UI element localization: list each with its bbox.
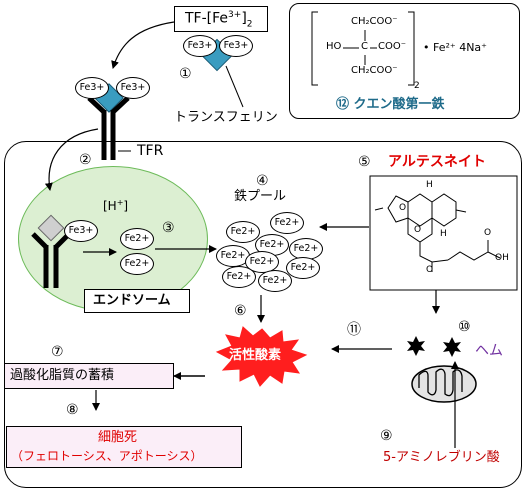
step-10: ⑩ — [458, 319, 471, 335]
artesunate-atom-oh: OH — [495, 253, 509, 263]
citrate-ch2coo-top: CH₂COO⁻ — [351, 16, 398, 27]
lipid-peroxide-label: 過酸化脂質の蓄積 — [10, 368, 115, 383]
fe3-oval-receptor-left: Fe3+ — [75, 77, 109, 99]
transferrin-label: トランスフェリン — [174, 110, 278, 125]
citrate-right-bracket — [408, 11, 415, 86]
ala-label: 5-アミノレブリン酸 — [383, 450, 500, 465]
citrate-c: C — [361, 41, 368, 52]
cell-death-box — [6, 426, 242, 468]
tf-complex-box — [174, 6, 268, 32]
artesunate-atom-o2: O — [414, 225, 422, 235]
star-heme-left — [407, 336, 425, 356]
endosome-label-box — [84, 289, 190, 313]
citrate-ho: HO — [326, 41, 342, 52]
artesunate-structure — [374, 193, 501, 272]
citrate-label: ⑫ クエン酸第一鉄 — [336, 97, 445, 112]
artesunate-atom-h2: H — [440, 229, 447, 239]
step-3: ③ — [162, 220, 175, 236]
transferrin-pointer — [225, 65, 244, 108]
step-11: ⑪ — [347, 322, 361, 338]
tfr-arm-left — [87, 96, 106, 114]
ferrous-citrate-box — [289, 3, 520, 119]
artesunate-label: アルテスネイト — [388, 154, 486, 170]
fe2-oval-endosome-2: Fe2+ — [120, 253, 154, 275]
cell-death-label: 細胞死 — [98, 430, 138, 445]
fe3-oval-top-right: Fe3+ — [219, 35, 253, 57]
citrate-left-bracket — [311, 11, 318, 86]
step-2: ② — [79, 152, 92, 168]
fe2-pool-2: Fe2+ — [270, 212, 304, 234]
fe3-oval-receptor-right: Fe3+ — [116, 77, 150, 99]
step-4: ④ — [256, 173, 269, 189]
step-5: ⑤ — [358, 154, 371, 170]
h-plus-label: [H+] — [103, 198, 129, 213]
fe2-pool-1: Fe2+ — [226, 221, 260, 243]
ros-burst — [215, 326, 308, 387]
citrate-coo: COO⁻ — [378, 41, 407, 52]
cell-outline — [4, 141, 522, 488]
step-9: ⑨ — [380, 428, 393, 444]
fe2-pool-8: Fe2+ — [222, 266, 256, 288]
tf-complex-label: TF-[Fe3+]2 — [185, 10, 253, 30]
fe2-oval-endosome-1: Fe2+ — [120, 228, 154, 250]
arrow-to-endosome — [44, 128, 99, 191]
artesunate-atom-o4: O — [484, 228, 492, 238]
fe2-pool-9: Fe2+ — [258, 270, 292, 292]
lipid-peroxide-box — [4, 363, 174, 389]
fe2-pool-3: Fe2+ — [255, 234, 289, 256]
empty-transferrin — [37, 214, 65, 242]
step-6: ⑥ — [234, 303, 247, 319]
step-8: ⑧ — [66, 402, 79, 418]
mitochondrion-cristae — [418, 368, 463, 397]
fe2-pool-7: Fe2+ — [286, 257, 320, 279]
artesunate-atom-o1: O — [399, 203, 407, 213]
artesunate-atom-o3: O — [426, 265, 434, 275]
citrate-ch2coo-bottom: CH₂COO⁻ — [351, 65, 398, 76]
step-7: ⑦ — [51, 344, 64, 360]
heme-label: ヘム — [475, 343, 503, 359]
arrow-tf-to-receptor — [111, 21, 175, 69]
star-heme-right — [443, 337, 461, 357]
cell-death-sublabel: （フェロトーシス、アポトーシス） — [11, 449, 203, 463]
fe3-oval-top-left: Fe3+ — [183, 35, 217, 57]
iron-pool-label: 鉄プール — [234, 189, 287, 204]
tfr-label: TFR — [137, 143, 164, 159]
artesunate-atom-h1: H — [426, 180, 433, 190]
endosome-receptor-arm-left — [31, 232, 48, 249]
ros-label: 活性酸素 — [229, 348, 282, 363]
citrate-subscript: 2 — [414, 81, 420, 91]
tfr-arm-right — [111, 96, 130, 114]
step-1: ① — [179, 66, 192, 82]
citrate-salt: • Fe²⁺ 4Na⁺ — [423, 41, 487, 54]
fe3-oval-endosome: Fe3+ — [64, 220, 98, 242]
artesunate-structure-box — [369, 175, 518, 291]
endosome-label: エンドソーム — [93, 293, 171, 308]
